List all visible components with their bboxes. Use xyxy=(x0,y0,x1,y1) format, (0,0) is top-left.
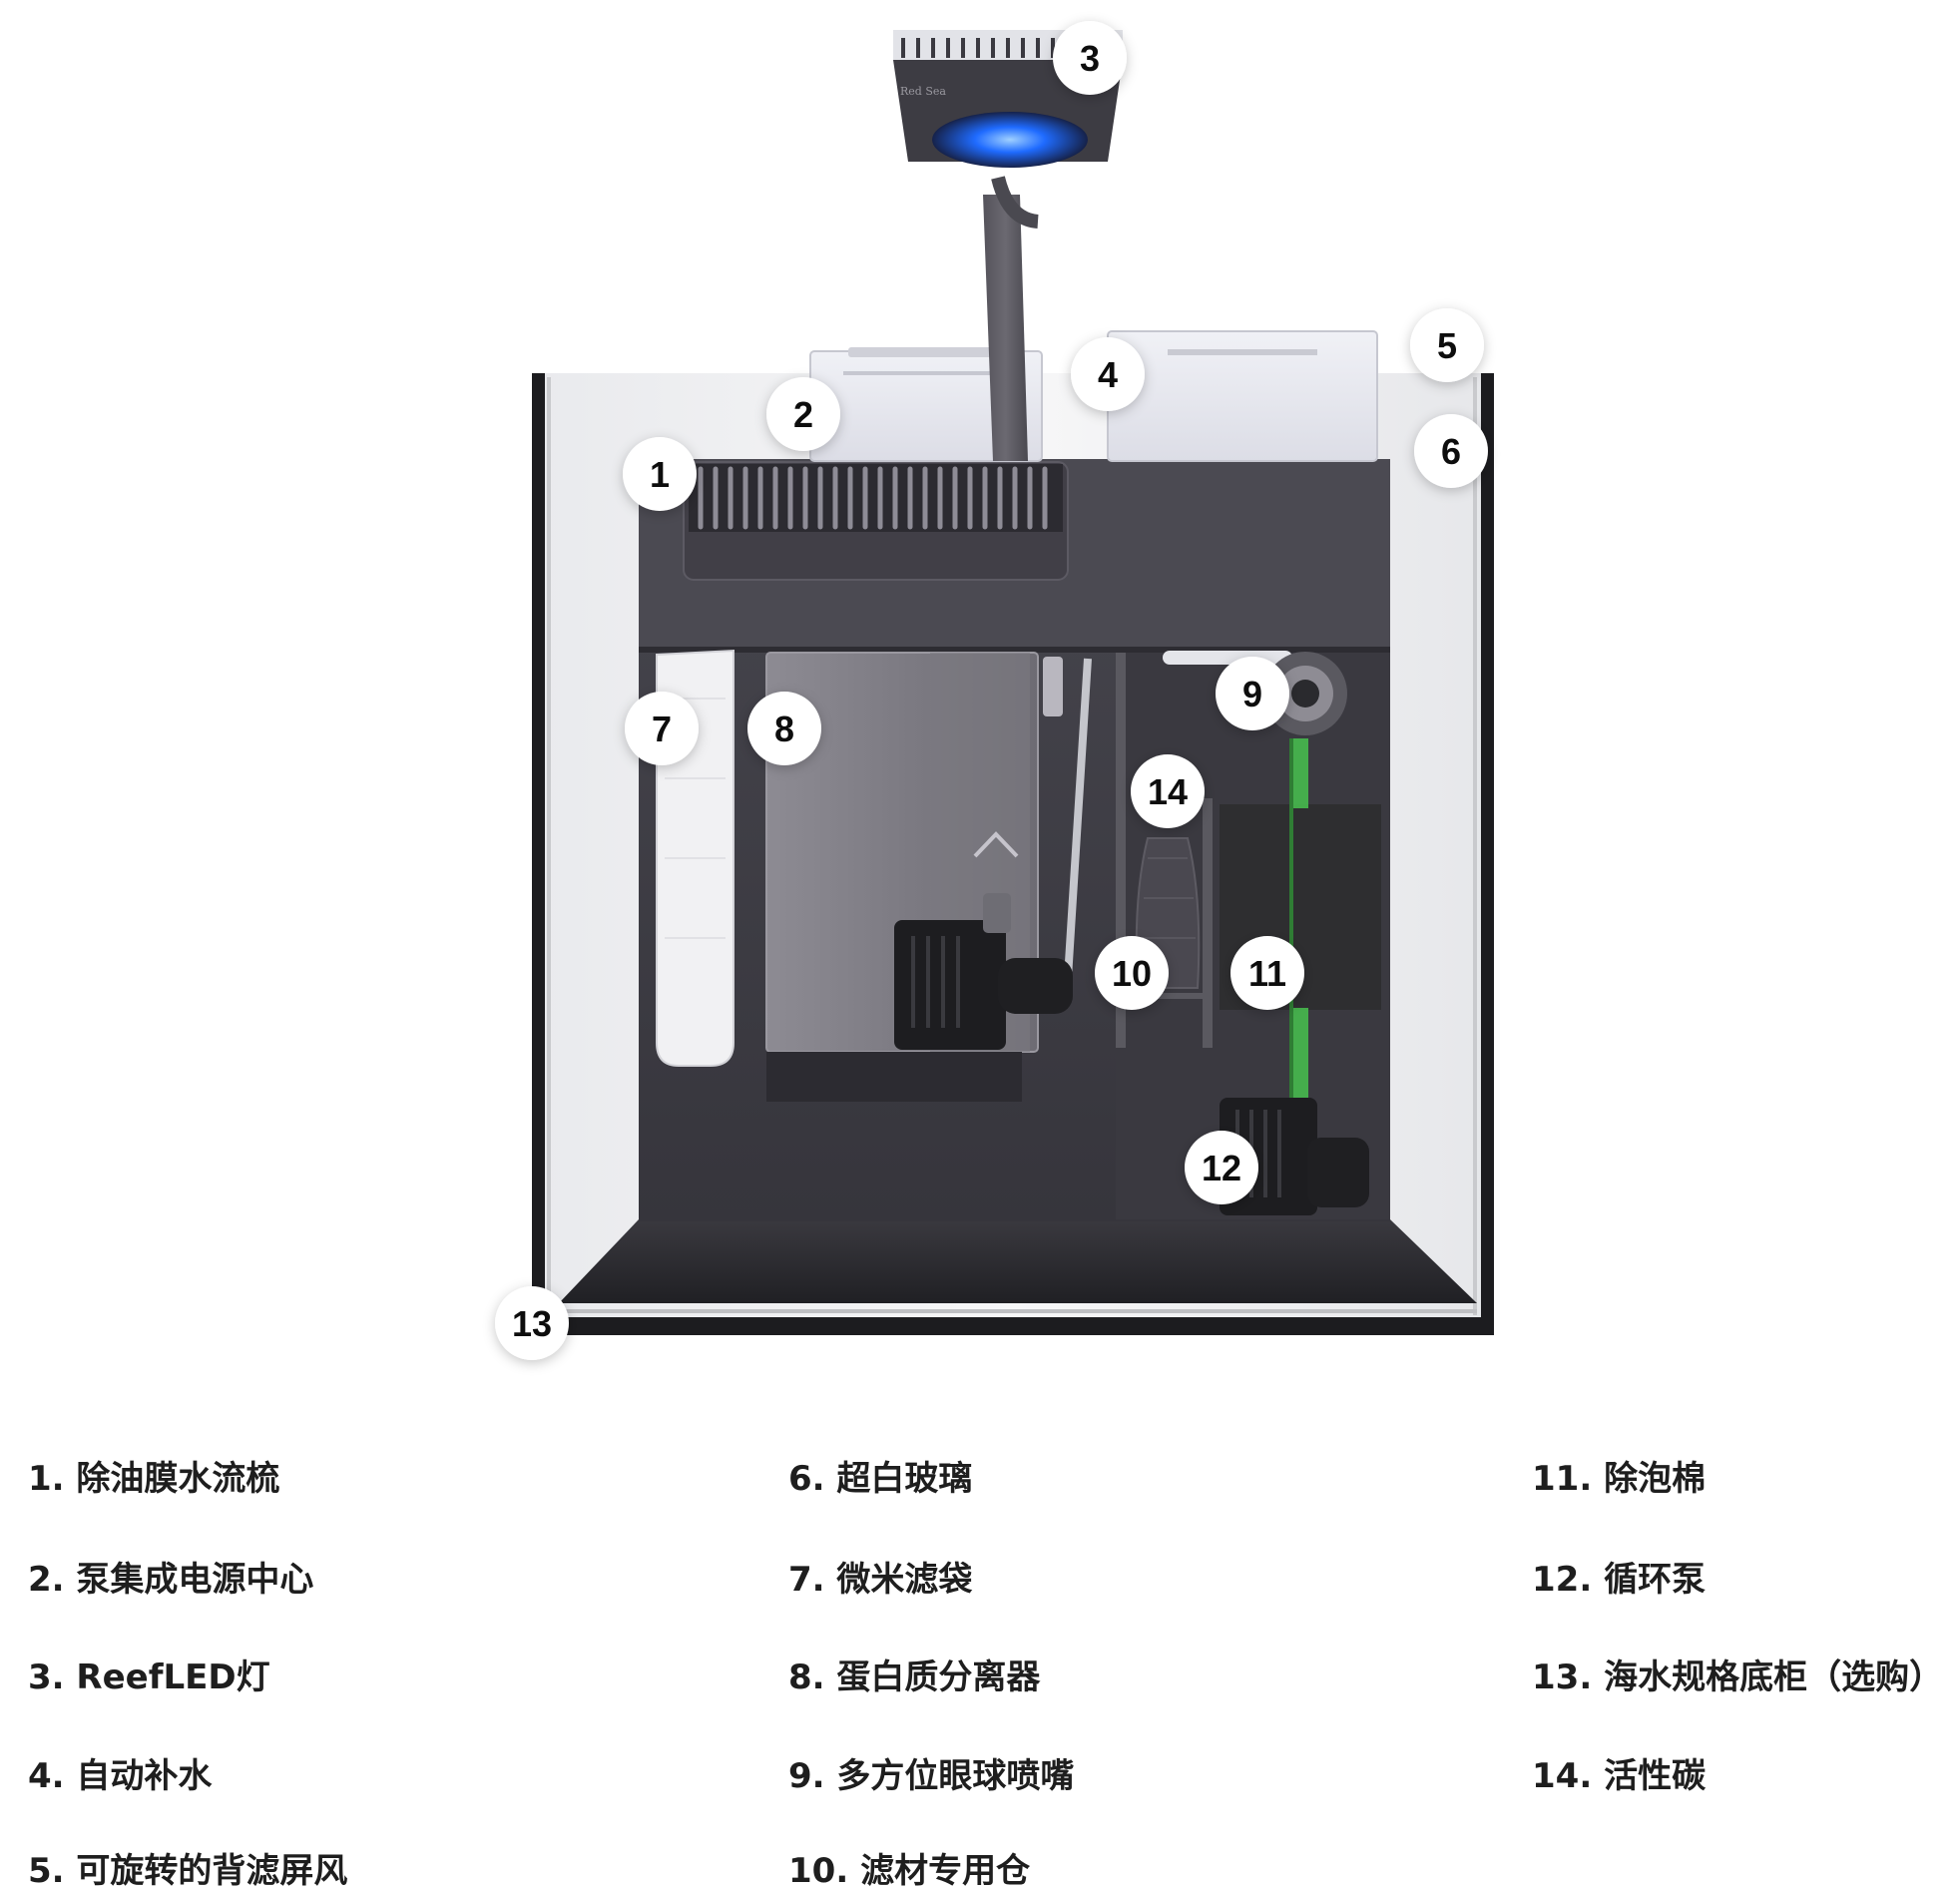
marker-8: 8 xyxy=(747,692,821,765)
marker-5: 5 xyxy=(1410,308,1484,382)
marker-12: 12 xyxy=(1185,1131,1258,1204)
auto-top-off-box xyxy=(1107,330,1378,462)
marker-9-label: 9 xyxy=(1242,674,1262,714)
legend-item: 1. 除油膜水流梳 xyxy=(28,1459,280,1499)
legend-item: 11. 除泡棉 xyxy=(1532,1459,1707,1499)
legend-item: 10. 滤材专用仓 xyxy=(788,1851,1031,1891)
power-center-box xyxy=(809,347,1043,462)
legend-item: 14. 活性碳 xyxy=(1532,1756,1707,1796)
marker-14: 14 xyxy=(1131,754,1205,828)
legend-item: 9. 多方位眼球喷嘴 xyxy=(788,1756,1075,1796)
marker-13: 13 xyxy=(495,1286,569,1360)
marker-6: 6 xyxy=(1414,414,1488,488)
legend-item: 12. 循环泵 xyxy=(1532,1560,1707,1600)
marker-11-label: 11 xyxy=(1248,953,1286,994)
marker-12-label: 12 xyxy=(1202,1148,1241,1188)
marker-7-label: 7 xyxy=(652,709,672,749)
marker-13-label: 13 xyxy=(512,1303,552,1344)
marker-5-label: 5 xyxy=(1437,325,1457,366)
marker-8-label: 8 xyxy=(774,709,794,749)
marker-3-label: 3 xyxy=(1080,38,1100,79)
marker-10-label: 10 xyxy=(1112,953,1152,994)
legend-item: 5. 可旋转的背滤屏风 xyxy=(28,1851,348,1891)
marker-4: 4 xyxy=(1071,337,1145,411)
marker-4-label: 4 xyxy=(1098,354,1118,395)
marker-1-label: 1 xyxy=(650,454,670,495)
marker-2: 2 xyxy=(766,377,840,451)
marker-10: 10 xyxy=(1095,936,1169,1010)
legend-item: 8. 蛋白质分离器 xyxy=(788,1657,1041,1697)
marker-3: 3 xyxy=(1053,21,1127,95)
surface-skimmer-comb xyxy=(683,461,1069,581)
legend-item: 6. 超白玻璃 xyxy=(788,1459,973,1499)
legend-item: 2. 泵集成电源中心 xyxy=(28,1560,314,1600)
return-pipe xyxy=(1289,738,1308,1108)
legend-item: 3. ReefLED灯 xyxy=(28,1657,270,1697)
filter-media-chamber xyxy=(1116,653,1213,1048)
marker-9: 9 xyxy=(1216,657,1289,730)
marker-2-label: 2 xyxy=(793,394,813,435)
legend-item: 7. 微米滤袋 xyxy=(788,1560,973,1600)
lamp-brand-text: Red Sea xyxy=(900,85,946,98)
skimmer-pump xyxy=(894,893,1073,1050)
marker-6-label: 6 xyxy=(1441,431,1461,472)
marker-11: 11 xyxy=(1230,936,1304,1010)
legend-item: 13. 海水规格底柜（选购） xyxy=(1532,1657,1944,1697)
marker-14-label: 14 xyxy=(1148,771,1188,812)
legend-item: 4. 自动补水 xyxy=(28,1756,213,1796)
marker-7: 7 xyxy=(625,692,699,765)
marker-1: 1 xyxy=(623,437,697,511)
